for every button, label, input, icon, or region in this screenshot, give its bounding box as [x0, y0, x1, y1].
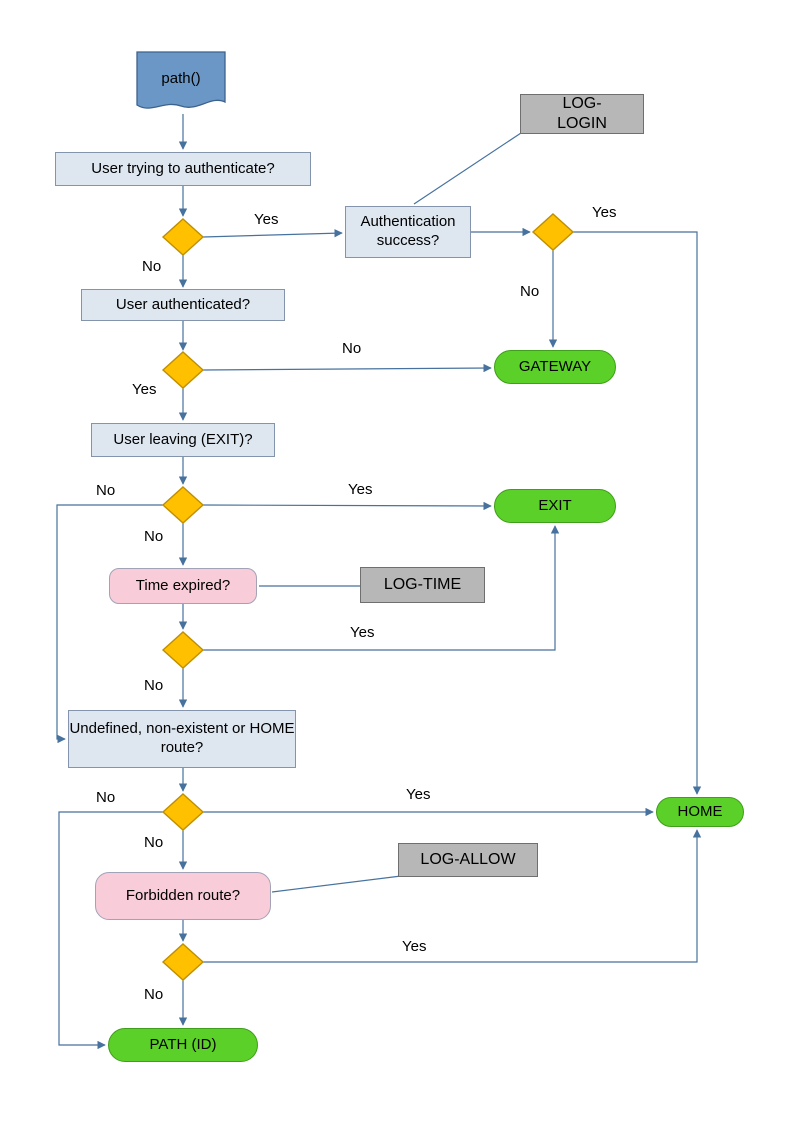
edge-decision7-yes-home [203, 829, 702, 963]
edge-decision6-no-path-id [58, 811, 163, 1050]
edge-label-decision2-no: No [520, 283, 540, 300]
node-log-time-label: LOG-TIME [383, 576, 462, 593]
edge-decision4-no-undefined-route [56, 504, 163, 744]
edge-label-decision7-yes: Yes [402, 938, 427, 955]
node-authentication-success: Authentication success? [345, 206, 471, 258]
edge-decision4-yes-exit [202, 501, 492, 511]
node-home-label: HOME [677, 802, 723, 820]
edge-label-decision5-no: No [144, 677, 164, 694]
node-user-authenticated: User authenticated? [81, 289, 285, 321]
node-log-login: LOG-LOGIN [520, 94, 644, 134]
decision-6-route [161, 793, 205, 831]
node-exit: EXIT [494, 489, 616, 523]
edge-label-decision6-yes: Yes [406, 786, 431, 803]
node-gateway-label: GATEWAY [518, 357, 592, 375]
node-log-login-label: LOG-LOGIN [557, 95, 607, 132]
node-undefined-route: Undefined, non-existent or HOME route? [68, 710, 296, 768]
edge-label-decision4-no-down: No [144, 528, 164, 545]
decision-7-forbidden [161, 943, 205, 981]
node-log-time: LOG-TIME [360, 567, 485, 603]
edge-label-decision3-yes: Yes [132, 381, 157, 398]
node-user-leaving-exit: User leaving (EXIT)? [91, 423, 275, 457]
edge-label-decision6-no-down: No [144, 834, 164, 851]
node-path-id: PATH (ID) [108, 1028, 258, 1062]
edge-decision5-yes-exit [203, 525, 560, 651]
decision-4-user-leaving [161, 486, 205, 524]
node-log-allow: LOG-ALLOW [398, 843, 538, 877]
decision-2-auth-success [531, 213, 575, 251]
node-start-label: path() [161, 69, 201, 87]
decision-3-authenticated [161, 351, 205, 389]
edge-label-decision2-yes: Yes [592, 204, 617, 221]
node-forbidden-route: Forbidden route? [95, 872, 271, 920]
edge-decision1-yes-auth-success [202, 229, 343, 238]
node-authentication-success-label: Authentication success? [360, 213, 456, 249]
node-user-trying-authenticate: User trying to authenticate? [55, 152, 311, 186]
edge-label-decision7-no: No [144, 986, 164, 1003]
edge-label-decision3-no: No [342, 340, 362, 357]
node-time-expired: Time expired? [109, 568, 257, 604]
node-start: path() [137, 58, 225, 98]
edge-label-decision1-no: No [142, 258, 162, 275]
edge-label-decision4-yes: Yes [348, 481, 373, 498]
edge-label-decision4-no-left: No [96, 482, 116, 499]
node-exit-label: EXIT [538, 496, 572, 514]
edge-decision2-yes-home [573, 231, 702, 795]
node-user-leaving-exit-label: User leaving (EXIT)? [113, 430, 253, 448]
edge-label-decision5-yes: Yes [350, 624, 375, 641]
decision-1-trying-auth [161, 218, 205, 256]
node-home: HOME [656, 797, 744, 827]
start-document-shape [136, 51, 226, 109]
edge-log-allow-association [271, 875, 402, 893]
edge-label-decision1-yes: Yes [254, 211, 279, 228]
node-gateway: GATEWAY [494, 350, 616, 384]
edge-decision3-no-gateway [202, 363, 492, 373]
node-user-trying-authenticate-label: User trying to authenticate? [91, 159, 275, 177]
node-forbidden-route-label: Forbidden route? [125, 886, 241, 904]
node-path-id-label: PATH (ID) [149, 1035, 217, 1053]
node-user-authenticated-label: User authenticated? [115, 295, 251, 313]
edge-label-decision6-no-left: No [96, 789, 116, 806]
node-log-allow-label: LOG-ALLOW [420, 851, 516, 868]
edge-log-login-association [413, 132, 522, 205]
decision-5-time-expired [161, 631, 205, 669]
node-undefined-route-label: Undefined, non-existent or HOME route? [69, 720, 295, 756]
node-time-expired-label: Time expired? [135, 576, 231, 594]
